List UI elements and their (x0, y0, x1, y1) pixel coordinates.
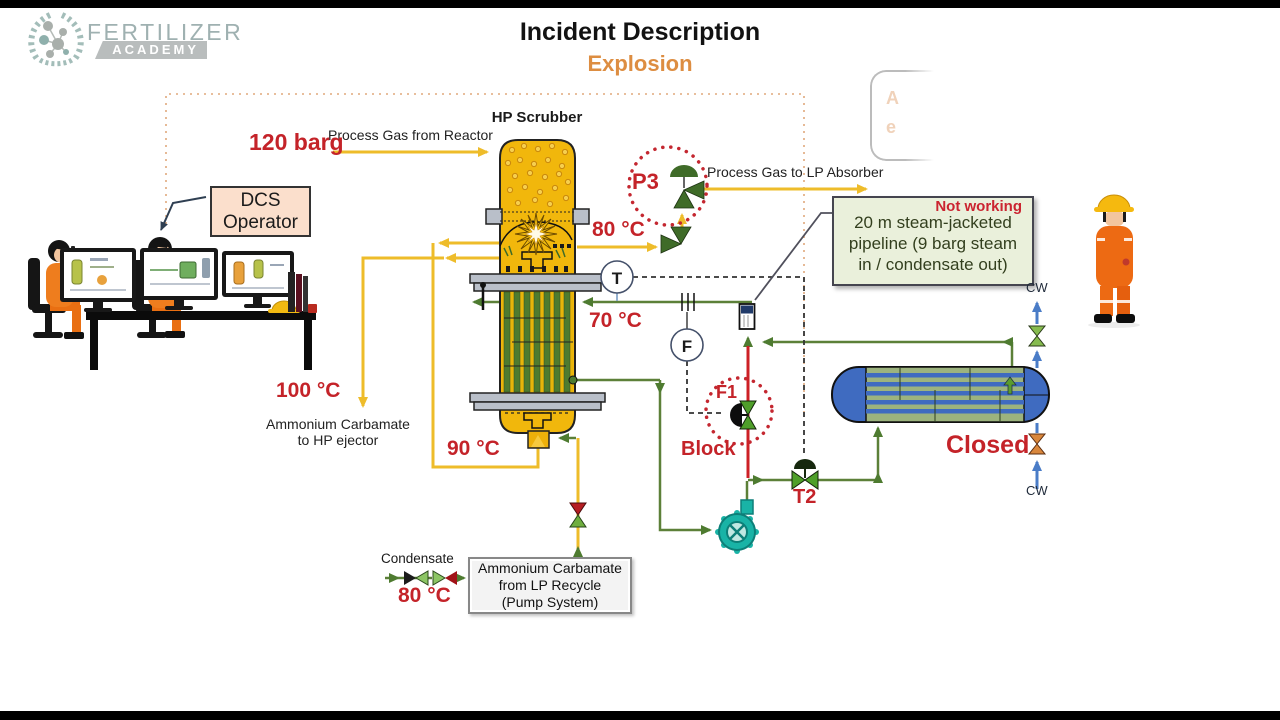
flange-tab (485, 208, 503, 225)
note-line: 20 m steam-jacketed (854, 213, 1012, 232)
dcs-operators-illustration (28, 237, 317, 370)
letterbox-bottom (0, 711, 1280, 720)
cw-bottom-label: CW (1026, 483, 1048, 498)
p3-valve (627, 145, 709, 254)
dcs-line: DCS (240, 189, 281, 211)
hp-scrubber-title: HP Scrubber (491, 109, 583, 126)
p3-tag: P3 (632, 169, 659, 194)
p3-highlight-circle (627, 145, 709, 227)
closed-label: Closed (946, 431, 1030, 459)
return-temp: 70 °C (589, 309, 642, 332)
not-working-flag: Not working (935, 198, 1022, 215)
explosion-icon (514, 212, 558, 256)
overhead-label: Process Gas to LP Absorber (707, 164, 884, 180)
ejector-label-line: to HP ejector (297, 432, 379, 449)
condensate-temp: 80 °C (398, 584, 451, 607)
dotted-scene-border (165, 93, 805, 412)
note-line: pipeline (9 barg steam (848, 234, 1018, 253)
flow-instrument: F (670, 328, 704, 362)
temperature-instrument: T (600, 260, 634, 294)
dcs-operator-callout: DCS Operator (210, 186, 311, 237)
steam-jacket-note: Not working 20 m steam-jacketed pipeline… (832, 196, 1034, 286)
t2-tag: T2 (793, 486, 817, 508)
feed-pressure: 120 barg (249, 129, 344, 155)
ejector-label: Ammonium Carbamate to HP ejector (266, 416, 410, 448)
condensate-label: Condensate (381, 551, 454, 566)
brand-logo-icon (28, 12, 84, 67)
flange-plate (473, 401, 602, 411)
instrument-signal-lines (633, 276, 805, 457)
yellow-process-lines (333, 147, 868, 556)
page-title: Incident Description (519, 18, 761, 46)
partial-text: A (886, 88, 899, 108)
feed-label: Process Gas from Reactor (328, 127, 493, 143)
condensate-valves (404, 570, 457, 586)
f1-valve (704, 376, 774, 446)
f1-highlight-circle (704, 376, 774, 446)
field-operator-illustration (1088, 194, 1140, 328)
hardhat-icon (1097, 194, 1131, 210)
flow-arrow-icon (1003, 376, 1017, 395)
cw-top-label: CW (1026, 280, 1048, 295)
cw-bottom-valve-closed (1027, 433, 1047, 455)
recycle-line: from LP Recycle (498, 577, 602, 593)
flange-plate (469, 273, 606, 284)
jacket-marks (681, 293, 695, 311)
lp-recycle-box: Ammonium Carbamate from LP Recycle (Pump… (468, 557, 632, 614)
instrument-t-label: T (612, 269, 623, 288)
cw-top-valve (1027, 325, 1047, 347)
bottoms-temp: 90 °C (447, 437, 500, 460)
flange-plate (473, 282, 602, 292)
recycle-line: Ammonium Carbamate (478, 560, 622, 576)
check-valve (569, 502, 587, 528)
recycle-line: (Pump System) (501, 594, 599, 610)
flange-plate (469, 392, 606, 403)
side-port (568, 375, 578, 385)
ejector-temp: 100 °C (276, 379, 341, 402)
dcs-callout-arrow (160, 196, 207, 231)
letterbox-top (0, 0, 1280, 8)
dcs-monitor (140, 248, 218, 310)
ejector-label-line: Ammonium Carbamate (266, 416, 410, 432)
brand-banner: ACADEMY (95, 41, 207, 59)
block-label: Block (681, 438, 736, 460)
f1-tag: F1 (716, 382, 738, 402)
t2-valve (791, 459, 819, 490)
overhead-temp: 80 °C (592, 218, 645, 241)
mug-icon (308, 304, 317, 313)
dcs-line: Operator (223, 211, 298, 233)
hp-scrubber-vessel (469, 139, 606, 449)
dcs-monitor (60, 248, 136, 312)
brand-banner-label: ACADEMY (112, 42, 199, 57)
partial-annotation-box: A e (870, 70, 934, 161)
heat-exchanger (831, 366, 1050, 423)
instrument-f-label: F (682, 337, 692, 356)
page-subtitle: Explosion (587, 51, 693, 76)
flange-tab (572, 208, 590, 225)
note-callout-line (754, 212, 838, 301)
bubbles (504, 142, 572, 208)
brand-wordmark: FERTILIZER (87, 19, 244, 45)
pump (715, 499, 759, 554)
note-line: in / condensate out) (858, 255, 1008, 274)
steam-trap-instrument (738, 303, 756, 330)
dcs-monitor (222, 251, 294, 308)
partial-text: e (886, 117, 897, 137)
